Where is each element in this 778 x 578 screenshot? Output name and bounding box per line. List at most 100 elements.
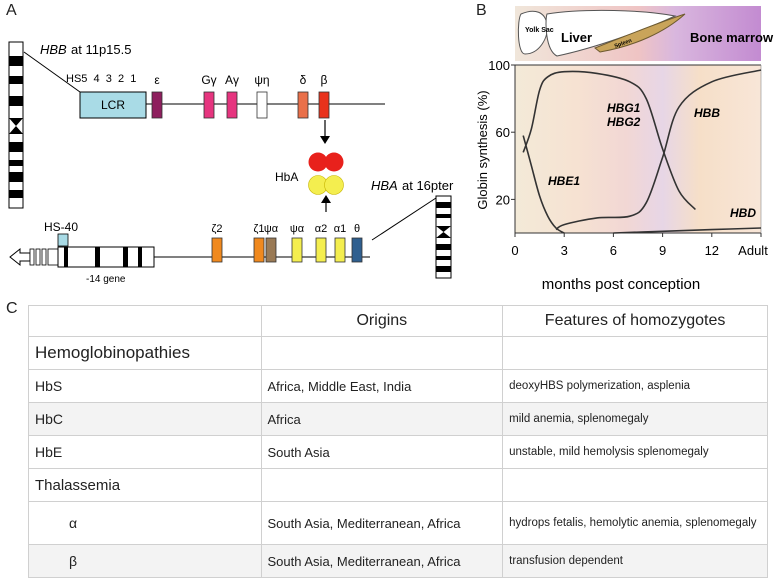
gene-14-box [57,246,155,268]
row-origins: South Asia [260,435,504,469]
chart-plot-area [515,65,761,233]
beta-gene-label: ψη [254,73,269,87]
alpha-gene-label: ψα [264,223,279,235]
panel-c-letter: C [6,300,18,317]
section-empty-cell [260,468,504,502]
section-empty-cell [502,468,768,502]
hs40-box [57,233,69,247]
x-tick-label: 9 [659,243,666,258]
section-empty-cell [502,336,768,370]
series-label: HBG1 [607,101,641,115]
hba-gene-label: HBA [371,178,398,193]
section-header-row: Thalassemia [28,468,768,502]
panel-a-letter: A [6,2,17,19]
alpha-gene-label: ψα [290,223,305,235]
spleen-region [594,13,686,53]
alpha-gene-label: α1 [334,223,346,235]
hba-location-label: at 16pter [402,178,454,193]
row-name: α [28,501,262,545]
bone-marrow-label: Bone marrow [690,30,774,45]
y-axis-ticks: 20 60 100 [488,58,515,207]
beta-gene-label: Gγ [201,73,216,87]
x-tick-label: 6 [610,243,617,258]
beta-gene-label: Aγ [225,73,239,87]
series-label: HBG2 [607,115,641,129]
lcr-sites-label: HS5 4 3 2 1 [66,73,136,85]
yolk-sac-label: Yolk Sac [525,27,554,34]
hba-protein-label: HbA [275,170,298,184]
x-tick-label: 12 [705,243,719,258]
row-origins: Africa, Middle East, India [260,369,504,403]
row-features: transfusion dependent [502,544,768,578]
beta-gene-label: ε [154,73,160,87]
row-origins: South Asia, Mediterranean, Africa [260,544,504,578]
alpha-gene-1 [253,237,265,263]
alpha-gene-4 [315,237,327,263]
row-features: unstable, mild hemolysis splenomegaly [502,435,768,469]
beta-gene-label: δ [300,73,307,87]
header-cell-empty [28,305,262,337]
series-line-hbg1-hbg2 [522,70,697,211]
hbb-location-label: at 11p15.5 [71,42,131,57]
hemoglobin-disorders-table: Origins Features of homozygotes Hemoglob… [28,305,768,578]
row-name: HbE [28,435,262,469]
header-features: Features of homozygotes [502,305,768,337]
row-origins: South Asia, Mediterranean, Africa [260,501,504,545]
beta-gene-2 [226,91,238,119]
beta-gene-0 [151,91,163,119]
beta-gene-5 [318,91,330,119]
row-features: deoxyHBS polymerization, asplenia [502,369,768,403]
series-label: HBE1 [548,174,580,188]
header-origins: Origins [260,305,504,337]
hbb-gene-label: HBB [40,42,67,57]
y-axis-label: Globin synthesis (%) [475,90,490,209]
y-tick-label: 60 [496,125,510,140]
x-axis-label: months post conception [542,276,700,293]
alpha-gene-label: θ [354,223,360,235]
alpha-gene-5 [334,237,346,263]
yolk-sac-region [517,10,548,55]
beta-gene-4 [297,91,309,119]
locus-direction-arrow [9,247,31,267]
x-tick-label: 3 [561,243,568,258]
row-origins: Africa [260,402,504,436]
x-tick-label: 0 [511,243,518,258]
panel-b-letter: B [476,2,487,19]
row-name: HbS [28,369,262,403]
hs40-label: HS-40 [44,220,78,234]
series-line-hbd [613,227,762,234]
y-tick-label: 20 [496,192,510,207]
globin-switching-chart: Yolk Sac Liver Spleen Bone marrow 206010… [475,6,774,293]
chromosome-11-ideogram [8,41,24,209]
y-tick-label: 100 [488,58,510,73]
series-label: HBD [730,206,756,220]
row-name: HbC [28,402,262,436]
lcr-label: LCR [101,98,125,112]
chart-series [522,69,762,234]
row-features: mild anemia, splenomegaly [502,402,768,436]
section-header-row: Hemoglobinopathies [28,336,768,370]
row-name: β [28,544,262,578]
alpha-gene-3 [291,237,303,263]
chromosome-16-ideogram [435,195,452,279]
section-title: Thalassemia [28,468,262,502]
liver-label: Liver [561,30,592,45]
alpha-gene-label: ζ1 [254,223,265,235]
alpha-gene-6 [351,237,363,263]
row-features: hydrops fetalis, hemolytic anemia, splen… [502,501,768,545]
table-header-row: Origins Features of homozygotes [28,305,768,337]
series-label: HBB [694,106,720,120]
gene-14-label: -14 gene [86,274,126,285]
alpha-gene-label: ζ2 [212,223,223,235]
series-line-hbb [555,69,762,231]
section-title: Hemoglobinopathies [28,336,262,370]
lcr-box [79,91,147,119]
beta-gene-3 [256,91,268,119]
